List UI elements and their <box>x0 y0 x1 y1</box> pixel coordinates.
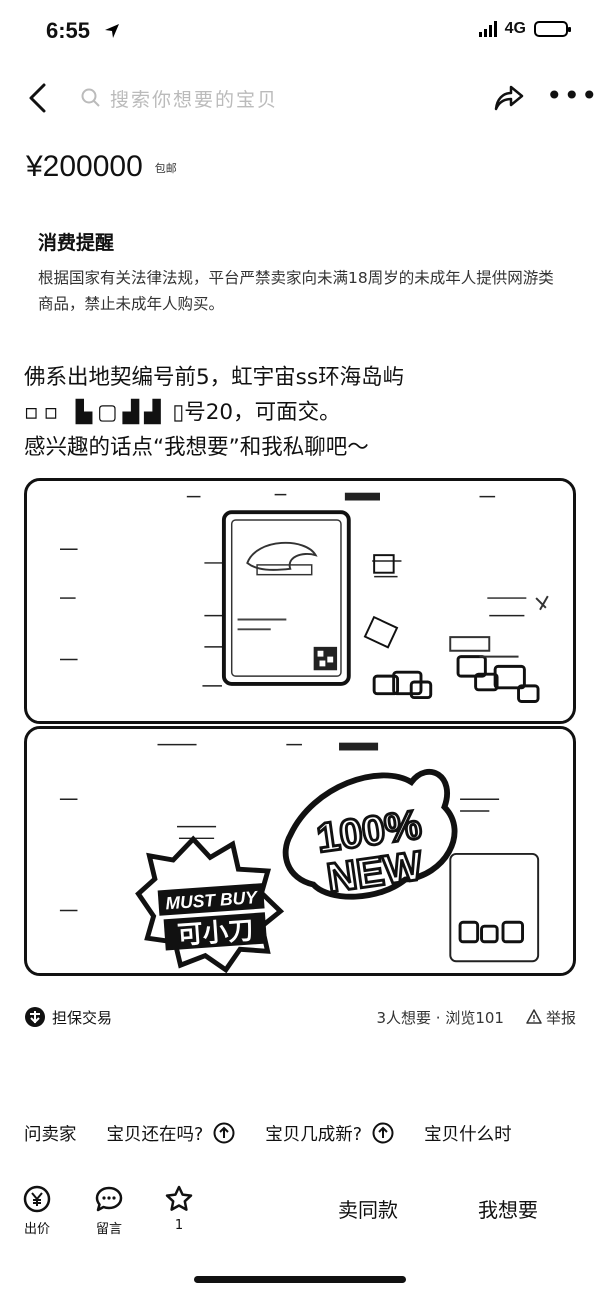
want-button[interactable]: 我想要 <box>478 1198 538 1222</box>
shipping-tag: 包邮 <box>154 162 177 175</box>
search-placeholder: 搜索你想要的宝贝 <box>110 88 279 111</box>
quick-question-text: 宝贝还在吗? <box>106 1124 204 1145</box>
consumer-notice: 消费提醒 根据国家有关法律法规，平台严禁卖家向未满18周岁的未成年人提供网游类商… <box>26 214 578 326</box>
trust-row: 担保交易 3人想要 · 浏览101 举报 <box>24 1004 576 1030</box>
quick-question-chip[interactable]: 宝贝还在吗? <box>107 1121 236 1146</box>
battery-icon <box>534 21 571 37</box>
chat-bubble-icon <box>95 1186 123 1212</box>
quick-question-chip[interactable]: 宝贝几成新? <box>265 1121 394 1146</box>
bottom-action-bar: 出价 留言 1 卖同款 我想要 <box>0 1180 600 1250</box>
item-photo-1[interactable] <box>24 478 576 724</box>
price-row: ¥200000 包邮 <box>26 150 177 184</box>
ask-seller-label: 问卖家 <box>24 1124 77 1145</box>
favorite-button[interactable]: 1 <box>164 1184 194 1233</box>
certificate-photo-image <box>30 481 570 721</box>
guarantee-label[interactable]: 担保交易 <box>52 1008 113 1027</box>
location-arrow-icon <box>105 24 119 38</box>
arrow-up-circle-icon <box>372 1122 394 1144</box>
item-description: 佛系出地契编号前5，虹宇宙ss环海岛屿 ▫▫ ▙▢▟▟ ▯号20，可面交。 感兴… <box>24 360 584 465</box>
notice-title: 消费提醒 <box>38 232 115 254</box>
share-icon[interactable] <box>494 84 524 112</box>
item-photo-2[interactable]: 100% NEW MUST BUY 可小刀 <box>24 726 576 976</box>
badge-bottom-text: 可小刀 <box>176 915 254 950</box>
arrow-up-circle-icon <box>213 1122 235 1144</box>
message-label: 留言 <box>95 1222 122 1237</box>
home-indicator <box>194 1276 406 1283</box>
signal-icon <box>478 21 497 37</box>
message-button[interactable]: 留言 <box>94 1184 124 1237</box>
description-line-3: 感兴趣的话点“我想要”和我私聊吧～ <box>24 435 369 460</box>
description-line-2: ▫▫ ▙▢▟▟ ▯号20，可面交。 <box>24 395 584 430</box>
promo-photo-image: 100% NEW MUST BUY 可小刀 <box>30 729 570 973</box>
quick-question-text: 宝贝几成新? <box>265 1124 363 1145</box>
notice-body: 根据国家有关法律法规，平台严禁卖家向未满18周岁的未成年人提供网游类商品，禁止未… <box>38 269 554 313</box>
quick-question-text: 宝贝什么时 <box>424 1124 512 1145</box>
back-arrow-icon[interactable] <box>24 82 52 114</box>
description-line-1: 佛系出地契编号前5，虹宇宙ss环海岛屿 <box>24 365 405 390</box>
ask-seller-row: 问卖家 宝贝还在吗? 宝贝几成新? 宝贝什么时 <box>24 1118 600 1148</box>
status-time: 6:55 <box>46 18 91 43</box>
search-icon <box>81 88 100 107</box>
offer-button[interactable]: 出价 <box>22 1184 52 1237</box>
sell-similar-button[interactable]: 卖同款 <box>338 1198 398 1222</box>
search-input[interactable]: 搜索你想要的宝贝 <box>80 82 460 114</box>
status-bar: 6:55 4G <box>0 0 600 64</box>
quick-question-chip[interactable]: 宝贝什么时 <box>424 1121 512 1146</box>
masked-text: ▫▫ ▙▢▟▟ <box>24 400 166 425</box>
more-icon[interactable]: ••• <box>546 79 599 112</box>
price-value: ¥200000 <box>26 150 143 183</box>
star-icon <box>165 1185 193 1211</box>
report-button[interactable]: 举报 <box>526 1007 576 1028</box>
nav-bar: 搜索你想要的宝贝 ••• <box>0 72 600 124</box>
offer-label: 出价 <box>23 1222 50 1237</box>
description-line-2-text: ▯号20，可面交。 <box>172 400 341 425</box>
report-label: 举报 <box>545 1008 576 1027</box>
network-label: 4G <box>504 20 526 37</box>
warning-icon <box>526 1009 542 1024</box>
yen-circle-icon <box>23 1185 51 1213</box>
view-stats: 3人想要 · 浏览101 <box>376 1008 504 1027</box>
guarantee-icon <box>25 1007 45 1027</box>
favorite-count: 1 <box>174 1218 184 1233</box>
